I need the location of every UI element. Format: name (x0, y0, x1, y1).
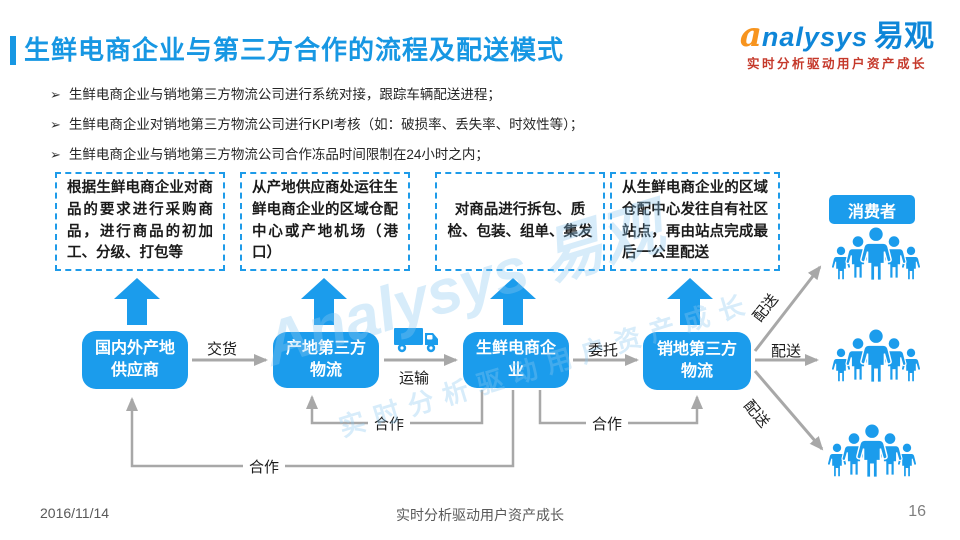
bullet-item: ➢ 生鲜电商企业与销地第三方物流公司进行系统对接，跟踪车辆配送进程； (50, 87, 750, 103)
bullet-arrow-icon: ➢ (50, 146, 61, 162)
edge-label-distribute-3: 配送 (740, 397, 773, 432)
flow-node-destination-3pl: 销地第三方物流 (643, 332, 751, 390)
consumer-group-icon (832, 227, 921, 281)
up-arrow-icon (301, 278, 347, 325)
title-accent-bar (10, 36, 16, 65)
flow-node-origin-3pl: 产地第三方物流 (273, 332, 379, 388)
process-step-inbound-transport: 从产地供应商处运往生鲜电商企业的区域仓配中心或产地机场（港口） (240, 172, 410, 271)
consumer-group-icon (828, 424, 917, 478)
up-arrow-icon (667, 278, 713, 325)
bullet-arrow-icon: ➢ (50, 87, 61, 102)
up-arrow-icon (114, 278, 160, 325)
up-arrow-icon (490, 278, 536, 325)
logo-swirl-icon: a (739, 15, 762, 55)
bullet-item: ➢ 生鲜电商企业对销地第三方物流公司进行KPI考核（如：破损率、丢失率、时效性等… (50, 116, 750, 133)
bullet-text: 生鲜电商企业与销地第三方物流公司进行系统对接，跟踪车辆配送进程； (68, 87, 501, 102)
process-step-sourcing: 根据生鲜电商企业对商品的要求进行采购商品，进行商品的初加工、分级、打包等 (55, 172, 225, 271)
edge-label-cooperate-destination-3pl: 合作 (586, 413, 629, 434)
process-step-warehouse-ops: 对商品进行拆包、质检、包装、组单、集发 (435, 172, 605, 271)
edge-label-transport: 运输 (399, 370, 430, 387)
process-step-last-mile: 从生鲜电商企业的区域仓配中心发往自有社区站点，再由站点完成最后一公里配送 (610, 172, 780, 271)
bullet-text: 生鲜电商企业与销地第三方物流公司合作冻品时间限制在24小时之内； (68, 146, 489, 162)
edge-label-cooperate-supplier: 合作 (243, 456, 286, 477)
flow-node-supplier: 国内外产地供应商 (82, 331, 188, 389)
footer-slogan: 实时分析驱动用户资产成长 (396, 507, 564, 523)
bullet-item: ➢ 生鲜电商企业与销地第三方物流公司合作冻品时间限制在24小时之内； (50, 146, 750, 163)
truck-icon (394, 328, 438, 353)
connector-cooperate-supplier (126, 390, 515, 468)
consumer-label: 消费者 (829, 195, 915, 224)
edge-label-cooperate-origin-3pl: 合作 (368, 413, 411, 434)
footer-page-number: 16 (908, 503, 926, 520)
bullet-text: 生鲜电商企业对销地第三方物流公司进行KPI考核（如：破损率、丢失率、时效性等）； (68, 116, 584, 132)
edge-label-deliver: 交货 (207, 341, 238, 358)
logo-tagline: 实时分析驱动用户资产成长 (746, 57, 927, 71)
edge-label-distribute-1: 配送 (749, 291, 782, 326)
edge-label-distribute-2: 配送 (771, 343, 802, 360)
edge-label-entrust: 委托 (588, 342, 619, 359)
bullet-list: ➢ 生鲜电商企业与销地第三方物流公司进行系统对接，跟踪车辆配送进程； ➢ 生鲜电… (50, 87, 750, 178)
flow-node-fresh-ecommerce: 生鲜电商企业 (463, 332, 569, 388)
consumer-group-icon (832, 329, 921, 383)
bullet-arrow-icon: ➢ (50, 116, 61, 132)
footer-date: 2016/11/14 (40, 505, 110, 521)
page-title: 生鲜电商企业与第三方合作的流程及配送模式 (24, 35, 565, 65)
